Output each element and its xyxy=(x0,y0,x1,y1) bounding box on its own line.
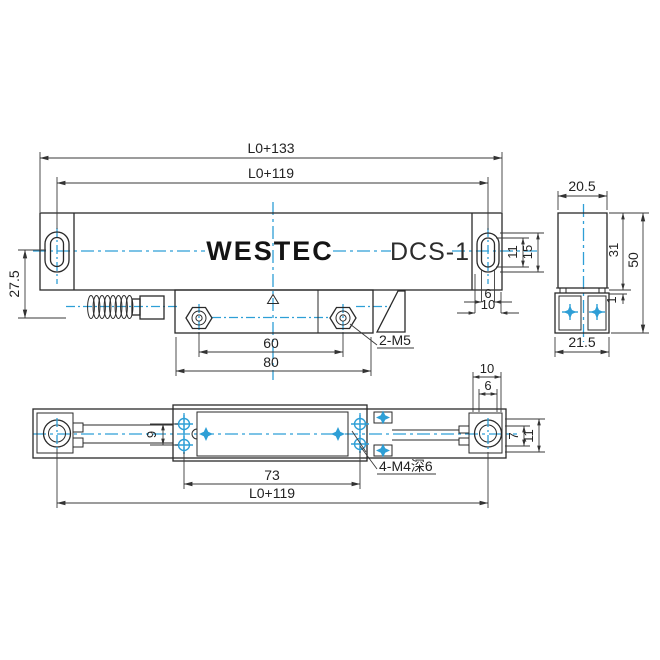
bottom-head-outline xyxy=(172,404,368,462)
reading-head-plate xyxy=(174,289,374,334)
screw-boss-right xyxy=(329,306,357,330)
dim-text-center-offset: 27.5 xyxy=(6,270,22,297)
brand-logo: WESTEC xyxy=(206,236,334,266)
dim-text-side-total-height: 50 xyxy=(625,252,641,268)
cross-marker xyxy=(331,427,345,441)
bottom-body-outline xyxy=(32,408,507,459)
dim-end-widths: 10 6 xyxy=(472,361,502,412)
dim-text-mount-span-bottom: L0+119 xyxy=(249,485,295,501)
reading-head xyxy=(174,289,406,334)
spring-rod xyxy=(87,295,165,320)
datum-triangle-mark xyxy=(266,293,280,304)
side-view: 20.5 31 1 50 21.5 xyxy=(554,178,649,357)
top-view-centerlines xyxy=(33,202,540,380)
dim-text-side-base-width: 21.5 xyxy=(568,334,595,350)
dim-text-screw-span: 60 xyxy=(263,335,279,351)
dim-side-top-width: 20.5 xyxy=(557,178,608,210)
dim-overall-length: L0+133 xyxy=(39,140,503,212)
dim-text-end-outer-width: 10 xyxy=(480,361,494,376)
dim-text-head-length: 80 xyxy=(263,354,279,370)
m4-hole xyxy=(351,435,369,453)
dim-text-end-inner-width: 6 xyxy=(484,378,491,393)
dim-text-rail-inner-offset: 7 xyxy=(506,432,521,439)
dim-text-side-rail-height: 1 xyxy=(604,296,619,303)
bottom-view: 9 73 L0+119 4-M4深6 10 xyxy=(32,361,545,508)
cross-marker xyxy=(199,427,213,441)
side-base-hole-left xyxy=(562,304,578,320)
dim-screw-span: 60 xyxy=(198,332,344,357)
cable-notch xyxy=(191,428,198,440)
dim-side-total-height: 50 xyxy=(611,212,649,334)
screw-boss-left xyxy=(185,306,213,330)
dim-hole-span: 73 xyxy=(183,451,361,489)
dim-text-mount-span-top: L0+119 xyxy=(248,165,294,181)
dim-head-length: 80 xyxy=(175,337,372,376)
dim-slot-heights: 11 15 xyxy=(496,232,544,273)
side-rail-strip xyxy=(556,287,609,294)
dim-side-upper-height: 31 xyxy=(606,212,649,291)
dim-text-slot-outer-width: 10 xyxy=(481,297,495,312)
dim-text-overall-length: L0+133 xyxy=(247,140,294,156)
dim-text-side-top-width: 20.5 xyxy=(568,178,595,194)
dim-side-base-width: 21.5 xyxy=(554,334,610,357)
note-screw: 2-M5 xyxy=(349,323,414,349)
dim-text-rail-outer-offset: 11 xyxy=(521,429,536,443)
reference-cross-markers xyxy=(199,410,390,458)
mount-slot-right xyxy=(476,232,500,273)
cross-marker xyxy=(376,443,390,458)
dim-side-rail-height: 1 xyxy=(604,293,627,304)
dim-center-offset: 27.5 xyxy=(6,249,66,319)
dim-text-slot-inner-height: 11 xyxy=(505,245,520,259)
note-tap: 4-M4深6 xyxy=(351,430,436,475)
mount-slot-left xyxy=(44,231,70,273)
note-text-screw: 2-M5 xyxy=(379,332,411,348)
note-text-tap: 4-M4深6 xyxy=(379,458,433,474)
m4-hole xyxy=(351,415,369,433)
bottom-head-plate xyxy=(196,411,349,457)
bottom-end-right xyxy=(468,412,503,454)
dim-text-side-upper-height: 31 xyxy=(606,243,621,257)
dim-rail-offsets: 7 11 xyxy=(505,418,545,453)
dim-text-slot-outer-height: 15 xyxy=(520,245,535,259)
cross-marker xyxy=(376,410,390,425)
dim-slot-widths: 6 10 xyxy=(457,270,519,315)
dim-mount-span-bottom: L0+119 xyxy=(56,449,489,508)
side-base xyxy=(554,292,610,334)
side-base-hole-right xyxy=(589,304,605,320)
dim-hole-pair-gap: 9 xyxy=(144,423,178,446)
model-label: DCS-1 xyxy=(390,238,470,266)
dim-mount-span-top: L0+119 xyxy=(56,165,489,230)
side-body-outline xyxy=(557,212,608,289)
dim-text-hole-pair-gap: 9 xyxy=(144,431,159,438)
bottom-rails xyxy=(72,411,470,457)
dim-text-hole-span: 73 xyxy=(264,467,280,483)
rod-block xyxy=(139,295,165,320)
clamp-bracket xyxy=(375,290,406,333)
bottom-end-left xyxy=(36,412,74,454)
top-view: WESTEC DCS-1 xyxy=(6,140,544,380)
dim-text-slot-inner-width: 6 xyxy=(484,286,491,301)
